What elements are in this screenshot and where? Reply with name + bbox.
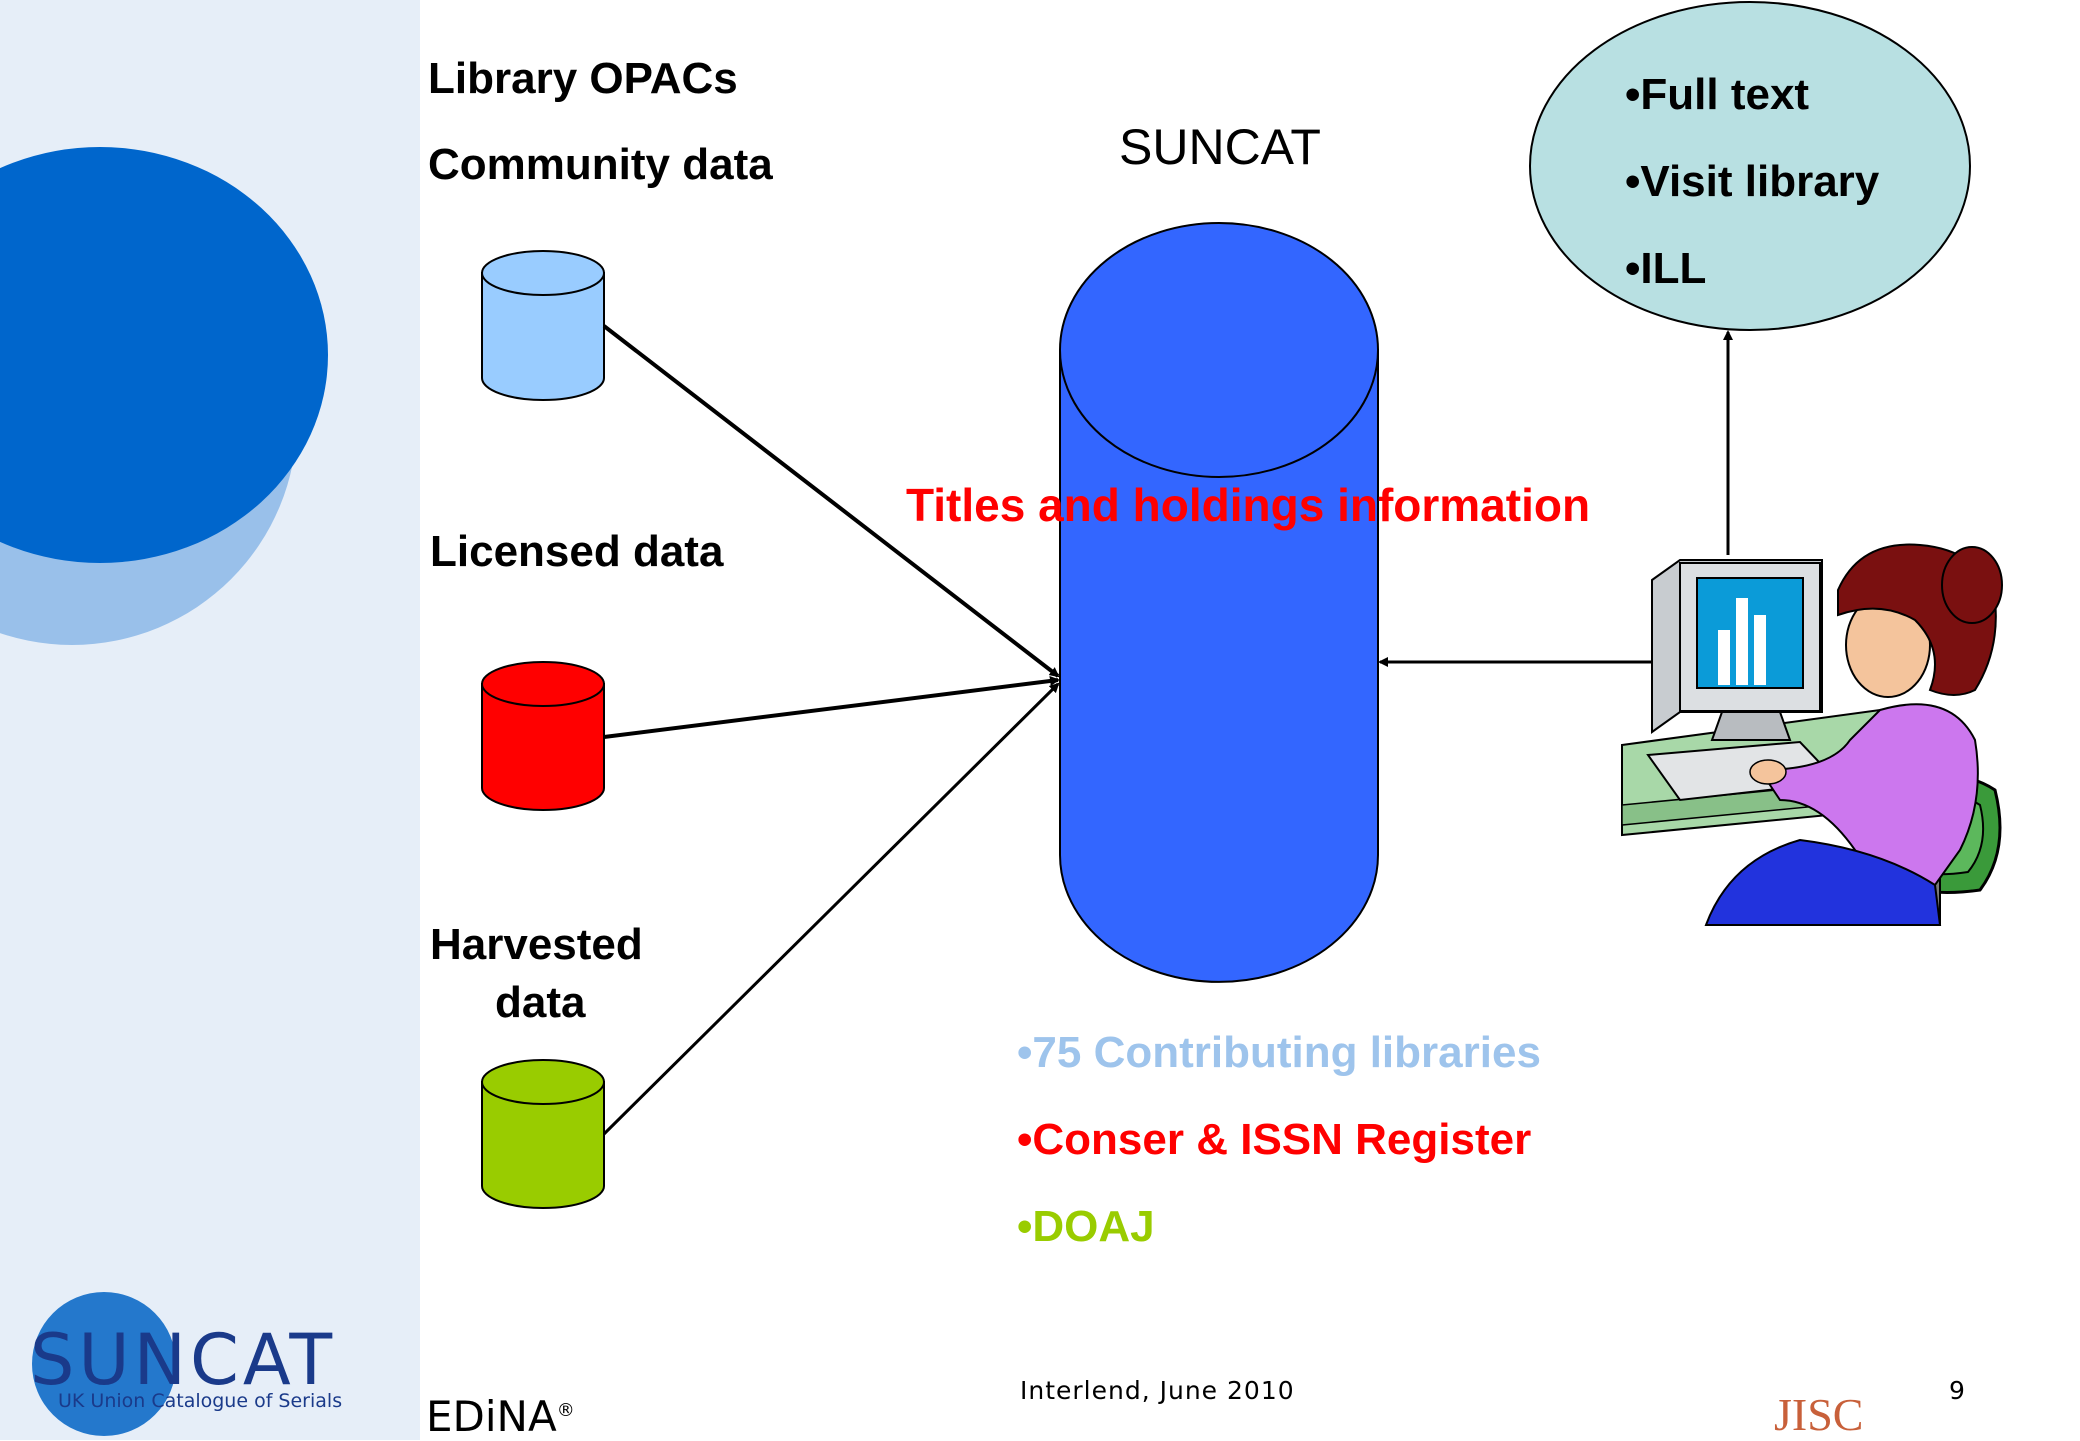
decor-circle-dark: [0, 147, 328, 563]
service-visit-library: •Visit library: [1625, 157, 1880, 206]
footer-event-text: Interlend, June 2010: [1020, 1376, 1295, 1405]
licensed-data-label: Licensed data: [430, 527, 724, 576]
user-at-computer-icon: [1621, 543, 2003, 926]
contributor-conser-issn: •Conser & ISSN Register: [1017, 1115, 1532, 1164]
edina-logo-text: EDiNA: [426, 1392, 557, 1441]
suncat-logo-subtitle: UK Union Catalogue of Serials: [58, 1390, 343, 1412]
contributor-doaj: •DOAJ: [1017, 1202, 1155, 1251]
arrow-licensed-to-suncat: [603, 676, 1060, 739]
opac-database-icon: [481, 250, 605, 401]
arrow-harvested-to-suncat: [602, 682, 1060, 1136]
suncat-logo-text: SUNCAT: [30, 1319, 337, 1401]
suncat-logo-circle: [32, 1292, 176, 1436]
community-data-label: Community data: [428, 140, 773, 189]
licensed-database-icon: [481, 661, 605, 811]
edina-registered-mark: ®: [556, 1400, 575, 1421]
service-full-text: •Full text: [1625, 70, 1810, 119]
arrow-opac-to-suncat: [602, 324, 1060, 678]
service-ill: •ILL: [1625, 244, 1707, 293]
suncat-title: SUNCAT: [1119, 119, 1321, 175]
harvested-data-label-line1: Harvested: [430, 920, 643, 969]
page-number: 9: [1949, 1376, 1965, 1405]
harvested-data-label-line2: data: [495, 978, 586, 1027]
contributor-libraries: •75 Contributing libraries: [1017, 1028, 1541, 1077]
harvested-database-icon: [481, 1059, 605, 1209]
library-opacs-label: Library OPACs: [428, 54, 738, 103]
edina-logo: EDiNA®: [426, 1396, 575, 1438]
suncat-database-cylinder: [1059, 222, 1379, 983]
jisc-logo: JISC: [1774, 1389, 1864, 1440]
titles-holdings-label: Titles and holdings information: [906, 479, 1591, 531]
services-bubble: [1529, 1, 1971, 331]
